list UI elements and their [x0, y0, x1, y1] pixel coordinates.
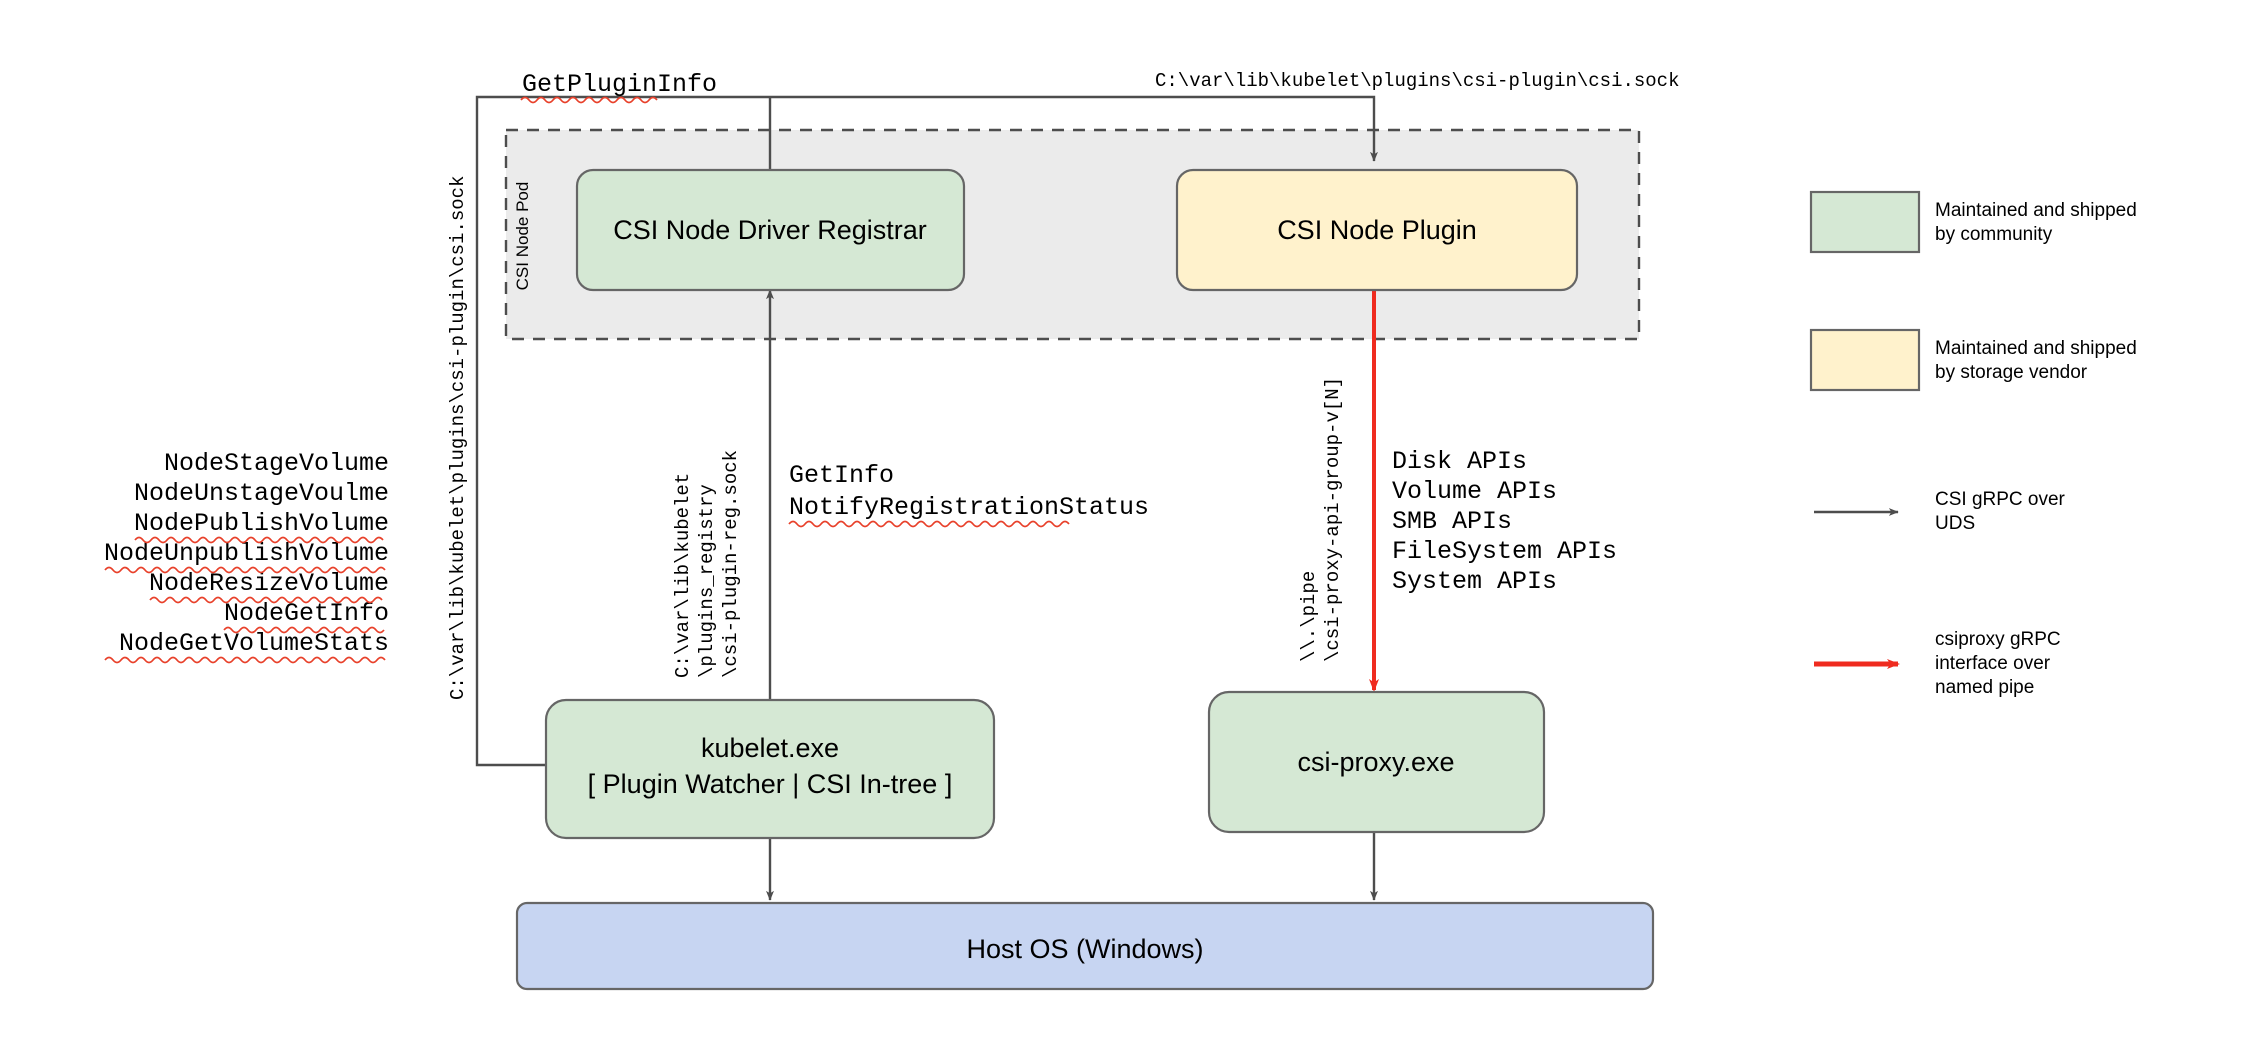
node-kubelet-exe-label-line2: [ Plugin Watcher | CSI In-tree ] [588, 769, 953, 799]
api-group-disk: Disk APIs [1392, 447, 1527, 476]
edge-label-get-info: GetInfo [789, 461, 894, 490]
edge-label-named-pipe-line-2: \csi-proxy-api-group-v[N] [1322, 377, 1344, 662]
legend: Maintained and shipped by community Main… [1809, 190, 2137, 698]
node-csi-node-driver-registrar-label: CSI Node Driver Registrar [613, 215, 927, 245]
node-csi-node-plugin-label: CSI Node Plugin [1277, 215, 1477, 245]
edge-label-registrar-rpcs: GetInfo NotifyRegistrationStatus [788, 461, 1149, 528]
legend-swatch-community-line-2: by community [1935, 224, 2053, 245]
edge-label-registry-sock-line-2: \plugins_registry [696, 484, 718, 678]
edge-label-registry-sock-line-1: C:\var\lib\kubelet [672, 473, 694, 678]
legend-arrow-csiproxy-named-pipe-line-3: named pipe [1935, 677, 2034, 698]
edge-label-named-pipe-line-1: \\.\pipe [1298, 571, 1320, 662]
rpc-node-get-volume-stats: NodeGetVolumeStats [119, 629, 389, 658]
rpc-node-publish-volume: NodePublishVolume [134, 509, 389, 538]
node-csi-proxy-exe[interactable]: csi-proxy.exe [1207, 690, 1546, 834]
node-host-os[interactable]: Host OS (Windows) [515, 901, 1655, 991]
node-service-rpc-list: NodeStageVolume NodeUnstageVoulme NodePu… [104, 449, 389, 664]
node-csi-node-driver-registrar[interactable]: CSI Node Driver Registrar [575, 168, 966, 292]
node-csi-node-plugin[interactable]: CSI Node Plugin [1175, 168, 1579, 292]
legend-arrow-csi-grpc-uds: CSI gRPC over UDS [1814, 489, 2066, 534]
legend-swatch-community-line-1: Maintained and shipped [1935, 200, 2137, 221]
legend-swatch-vendor-line-1: Maintained and shipped [1935, 338, 2137, 359]
rpc-node-stage-volume: NodeStageVolume [164, 449, 389, 478]
legend-arrow-csiproxy-named-pipe-line-1: csiproxy gRPC [1935, 629, 2061, 650]
node-kubelet-exe[interactable]: kubelet.exe [ Plugin Watcher | CSI In-tr… [544, 698, 996, 840]
rpc-node-get-info: NodeGetInfo [224, 599, 389, 628]
node-kubelet-exe-label-line1: kubelet.exe [701, 733, 839, 763]
rpc-node-resize-volume: NodeResizeVolume [149, 569, 389, 598]
api-group-volume: Volume APIs [1392, 477, 1557, 506]
api-group-smb: SMB APIs [1392, 507, 1512, 536]
node-csi-proxy-exe-label: csi-proxy.exe [1297, 747, 1454, 777]
edge-label-get-plugin-info-text: GetPluginInfo [522, 70, 717, 99]
edge-label-csi-sock-path-left: C:\var\lib\kubelet\plugins\csi-plugin\cs… [447, 176, 469, 701]
legend-swatch-community: Maintained and shipped by community [1809, 190, 2137, 254]
edge-kubelet-to-node-plugin [475, 95, 1378, 767]
legend-arrow-csi-grpc-uds-line-1: CSI gRPC over [1935, 489, 2066, 510]
edge-label-registry-sock-line-3: \csi-plugin-reg.sock [720, 450, 742, 678]
node-host-os-label: Host OS (Windows) [966, 934, 1203, 964]
legend-arrow-csiproxy-named-pipe: csiproxy gRPC interface over named pipe [1814, 629, 2061, 698]
legend-arrow-csi-grpc-uds-line-2: UDS [1935, 513, 1975, 534]
legend-arrow-csiproxy-named-pipe-line-2: interface over [1935, 653, 2051, 674]
api-group-filesystem: FileSystem APIs [1392, 537, 1617, 566]
edge-label-notify-registration-status: NotifyRegistrationStatus [789, 493, 1149, 522]
rpc-node-unstage-volume: NodeUnstageVoulme [134, 479, 389, 508]
edge-label-registry-sock-path: C:\var\lib\kubelet \plugins_registry \cs… [672, 450, 742, 678]
legend-swatch-vendor: Maintained and shipped by storage vendor [1809, 328, 2137, 392]
edge-label-csi-sock-path-top: C:\var\lib\kubelet\plugins\csi-plugin\cs… [1155, 70, 1680, 92]
csi-node-pod-label: CSI Node Pod [513, 182, 532, 291]
rpc-node-unpublish-volume: NodeUnpublishVolume [104, 539, 389, 568]
edge-label-named-pipe: \\.\pipe \csi-proxy-api-group-v[N] [1298, 377, 1344, 662]
api-group-system: System APIs [1392, 567, 1557, 596]
edge-label-get-plugin-info: GetPluginInfo [520, 70, 717, 104]
csi-proxy-api-group-list: Disk APIs Volume APIs SMB APIs FileSyste… [1392, 447, 1617, 596]
legend-swatch-vendor-line-2: by storage vendor [1935, 362, 2088, 383]
